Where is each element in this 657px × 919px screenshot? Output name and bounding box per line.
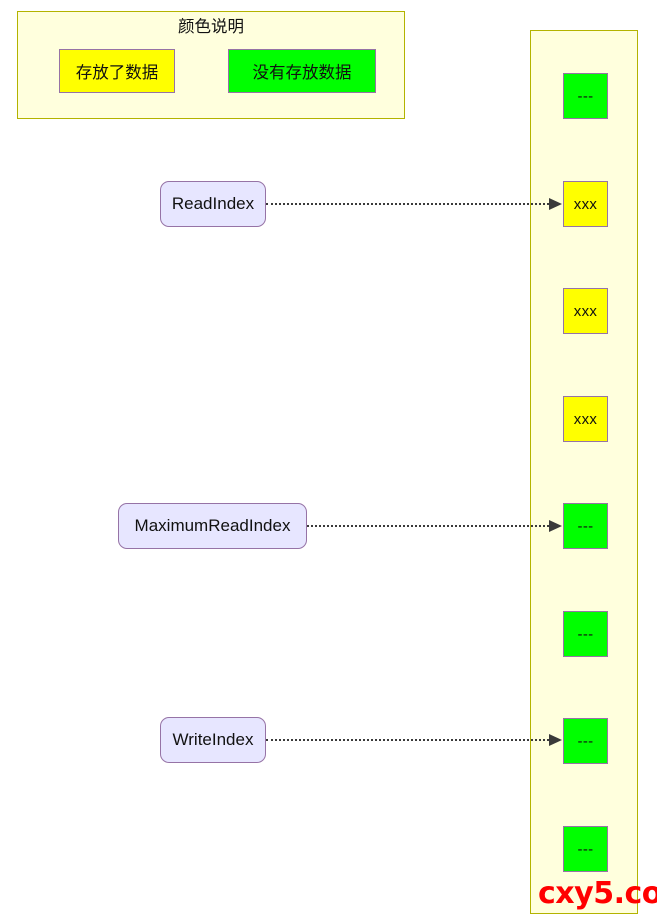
buffer-slot: xxx [563,288,608,334]
ring-buffer-column: --- xxx xxx xxx --- --- --- --- [530,30,638,914]
pointer-label-write-index-text: WriteIndex [172,730,254,749]
pointer-label-write-index: WriteIndex [160,717,266,763]
legend-swatch-stored-data-label: 存放了数据 [75,64,159,82]
connector-line [266,203,549,205]
connector-arrow-write-index [266,734,562,746]
connector-arrow-maximum-read-index [307,520,562,532]
buffer-slot: --- [563,73,608,119]
legend-swatch-no-data: 没有存放数据 [228,49,376,93]
pointer-label-read-index-text: ReadIndex [171,194,255,213]
legend-panel: 颜色说明 存放了数据 没有存放数据 [17,11,405,119]
pointer-label-read-index: ReadIndex [160,181,266,227]
buffer-slot: --- [563,503,608,549]
legend-title: 颜色说明 [178,18,244,36]
buffer-slot: --- [563,826,608,872]
connector-arrow-read-index [266,198,562,210]
pointer-label-maximum-read-index: MaximumReadIndex [118,503,307,549]
buffer-slot: --- [563,611,608,657]
connector-line [307,525,549,527]
pointer-label-maximum-read-index-text: MaximumReadIndex [134,516,291,535]
buffer-slot: xxx [563,396,608,442]
legend-swatch-no-data-label: 没有存放数据 [252,64,352,82]
legend-swatch-stored-data: 存放了数据 [59,49,175,93]
buffer-slot: --- [563,718,608,764]
buffer-slot: xxx [563,181,608,227]
connector-line [266,739,549,741]
watermark: cxy5.com [538,876,657,911]
